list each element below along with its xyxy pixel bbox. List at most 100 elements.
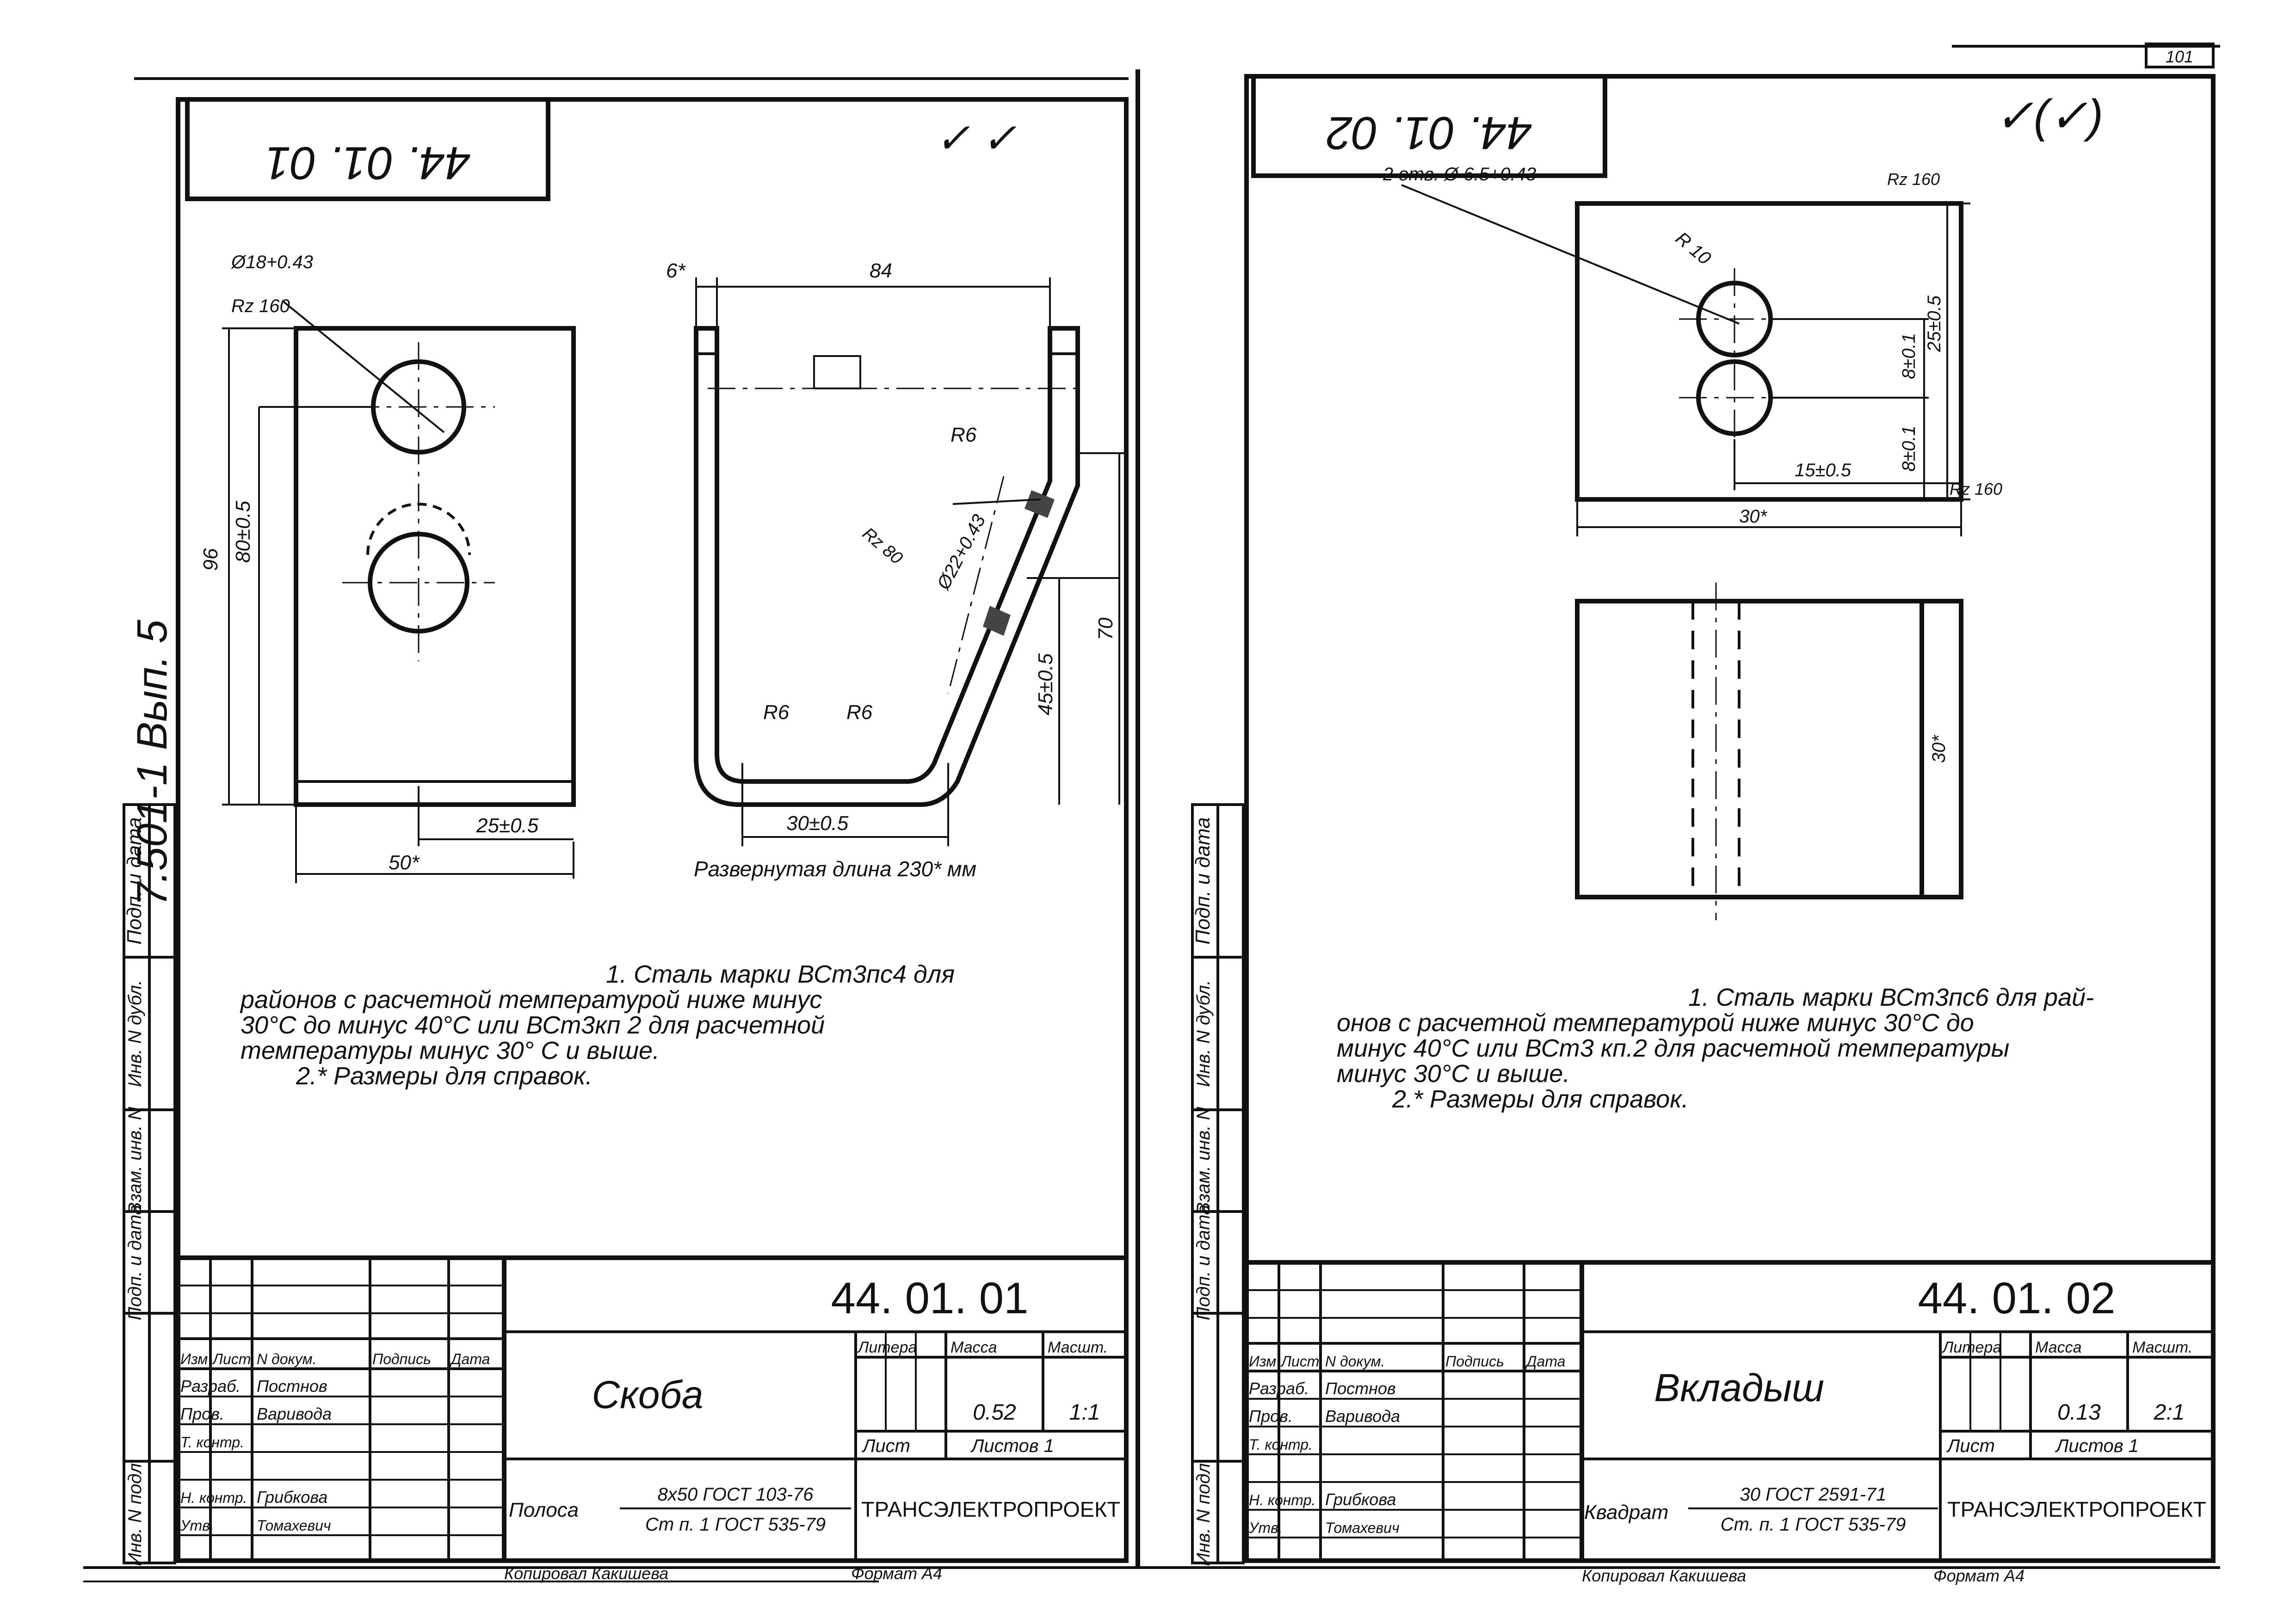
left-frame xyxy=(176,97,1129,1563)
left-tb-col-2: Лист xyxy=(212,1351,251,1367)
right-tb-col-4: Подпись xyxy=(1445,1353,1504,1370)
right-insert-top-view xyxy=(1401,184,1970,536)
right-note-2: онов с расчетной температурой ниже минус… xyxy=(1337,1009,1974,1037)
right-sheet: Подп. и дата Инв. N дубл. Взам. инв. N П… xyxy=(1191,74,2216,1585)
right-tb-litera: Литера xyxy=(1942,1339,2001,1356)
right-tb-org: ТРАНСЭЛЕКТРОПРОЕКТ xyxy=(1947,1497,2206,1521)
series-label: 7.501-1 Вып. 5 xyxy=(129,619,176,906)
left-roughness-mark: ✓ ✓ xyxy=(935,116,1017,162)
left-tb-material-top: 8x50 ГОСТ 103-76 xyxy=(657,1484,814,1505)
left-unfold-length: Развернутая длина 230* мм xyxy=(694,857,976,881)
right-tb-mass-val: 0.13 xyxy=(2057,1400,2101,1425)
left-tb-scale-val: 1:1 xyxy=(1069,1400,1100,1425)
left-tb-name-2: Варивода xyxy=(257,1404,332,1423)
right-insert-side-view xyxy=(1575,583,1963,920)
left-tb-name-4: Грибкова xyxy=(257,1488,327,1507)
right-tb-designation: 44. 01. 02 xyxy=(1918,1273,2115,1323)
left-tb-role-1: Разраб. xyxy=(180,1377,241,1396)
right-tb-role-1: Разраб. xyxy=(1249,1379,1309,1398)
left-dim-hole: Ø18+0.43 xyxy=(230,252,313,272)
left-tb-role-3: Т. контр. xyxy=(180,1434,244,1451)
left-dim-50: 50* xyxy=(389,851,420,874)
left-side-label-5: Инв. N подл. xyxy=(125,1458,145,1566)
left-footer-format: Формат А4 xyxy=(851,1564,942,1583)
right-side-label-2: Инв. N дубл. xyxy=(1193,980,1214,1087)
left-dim-25: 25±0.5 xyxy=(476,814,539,837)
left-tb-designation: 44. 01. 01 xyxy=(831,1273,1028,1323)
right-tb-scale: Масшт. xyxy=(2132,1339,2192,1356)
right-tb-role-5: Утв. xyxy=(1248,1519,1283,1536)
left-tb-material-type: Полоса xyxy=(509,1499,579,1521)
right-tb-mass: Масса xyxy=(2035,1339,2082,1356)
right-tb-sheets: Листов 1 xyxy=(2055,1436,2139,1456)
left-dim-r6-top: R6 xyxy=(950,424,977,446)
left-tb-col-5: Дата xyxy=(450,1351,490,1367)
right-tb-col-1: Изм xyxy=(1249,1353,1276,1370)
right-tb-col-2: Лист xyxy=(1280,1353,1319,1370)
left-tb-col-3: N докум. xyxy=(257,1351,316,1367)
right-dim-r: R 10 xyxy=(1672,228,1715,269)
right-side-label-3: Взам. инв. N xyxy=(1193,1107,1214,1214)
left-code-box xyxy=(185,97,550,201)
left-tb-role-2: Пров. xyxy=(180,1404,224,1423)
right-tb-role-3: Т. контр. xyxy=(1249,1436,1313,1453)
left-dim-rz80: Rz 80 xyxy=(858,524,906,568)
sheet-number: 101 xyxy=(2166,47,2193,66)
left-side-label-4: Подп. и дата xyxy=(125,1205,145,1320)
right-footer-format: Формат А4 xyxy=(1933,1566,2024,1585)
right-note-5: 2.* Размеры для справок. xyxy=(1392,1085,1689,1113)
left-title-block xyxy=(178,1255,1126,1561)
right-tb-name-5: Томахевич xyxy=(1325,1519,1400,1536)
right-side-stamp xyxy=(1191,803,1245,1564)
right-tb-name-4: Грибкова xyxy=(1325,1490,1396,1509)
left-tb-name-1: Постнов xyxy=(257,1377,327,1396)
left-dim-rz: Rz 160 xyxy=(231,296,290,316)
left-dim-hole22: Ø22+0.43 xyxy=(933,511,990,594)
left-note-5: 2.* Размеры для справок. xyxy=(296,1062,593,1090)
left-dim-6: 6* xyxy=(666,259,686,282)
left-tb-sheet: Лист xyxy=(861,1436,910,1456)
right-tb-material-top: 30 ГОСТ 2591-71 xyxy=(1740,1484,1886,1505)
right-footer-copied: Копировал Какишева xyxy=(1582,1566,1746,1585)
global-frame xyxy=(83,43,2220,1582)
right-tb-name-2: Варивода xyxy=(1325,1407,1400,1426)
left-tb-litera: Литера xyxy=(857,1339,917,1356)
right-tb-material-type: Квадрат xyxy=(1584,1501,1668,1524)
left-note-1: 1. Сталь марки ВСт3пс4 для xyxy=(606,960,955,988)
left-dim-45: 45±0.5 xyxy=(1034,653,1057,715)
left-dim-r6-left: R6 xyxy=(763,701,790,724)
left-note-3: 30°С до минус 40°С или ВСт3кп 2 для расч… xyxy=(241,1011,825,1039)
left-tb-scale: Масшт. xyxy=(1048,1339,1108,1356)
left-dim-70: 70 xyxy=(1094,617,1117,640)
left-tb-col-4: Подпись xyxy=(372,1351,431,1367)
right-tb-col-5: Дата xyxy=(1525,1353,1565,1370)
left-side-label-3: Взам. инв. N xyxy=(125,1107,145,1214)
right-tb-sheet: Лист xyxy=(1946,1436,1995,1456)
right-tb-name-1: Постнов xyxy=(1325,1379,1396,1398)
left-dim-30: 30±0.5 xyxy=(786,812,849,835)
right-side-label-5: Инв. N подл. xyxy=(1193,1458,1214,1566)
left-note-4: температуры минус 30° С и выше. xyxy=(241,1037,660,1064)
left-dim-r6-right: R6 xyxy=(846,701,873,724)
left-plate-view xyxy=(222,300,576,883)
left-note-2: районов с расчетной температурой ниже ми… xyxy=(240,986,822,1014)
right-side-label-4: Подп. и дата xyxy=(1193,1205,1214,1320)
left-tb-mass: Масса xyxy=(950,1339,997,1356)
right-note-3: минус 40°С или ВСт3 кп.2 для расчетной т… xyxy=(1337,1034,2009,1062)
right-dim-holes: 2 отв. Ø 6.5+0.43 xyxy=(1383,164,1536,185)
right-dim-30b: 30* xyxy=(1929,735,1949,763)
right-dim-8b: 8±0.1 xyxy=(1899,425,1919,472)
left-tb-name-5: Томахевич xyxy=(257,1517,331,1534)
left-dim-84: 84 xyxy=(870,259,892,282)
right-note-4: минус 30°С и выше. xyxy=(1337,1060,1570,1088)
left-side-label-2: Инв. N дубл. xyxy=(125,980,145,1087)
right-frame xyxy=(1244,74,2216,1563)
left-side-stamp xyxy=(123,803,176,1564)
right-dim-15: 15±0.5 xyxy=(1795,460,1852,480)
right-dim-rz: Rz 160 xyxy=(1887,170,1940,189)
right-code-box xyxy=(1251,74,1607,178)
left-tb-name: Скоба xyxy=(592,1373,703,1416)
left-tb-sheets: Листов 1 xyxy=(970,1436,1054,1456)
left-dim-96: 96 xyxy=(199,548,222,571)
